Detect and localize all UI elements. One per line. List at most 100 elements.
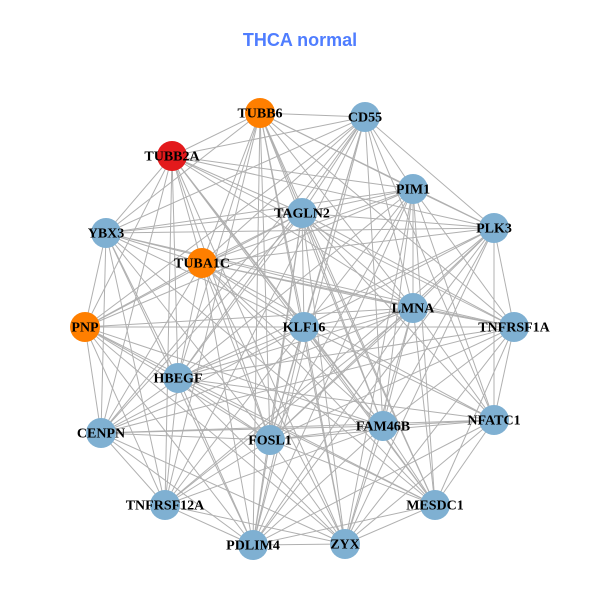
edge-PIM1-KLF16 <box>303 188 414 328</box>
edge-LMNA-HBEGF <box>177 307 414 379</box>
edge-TNFRSF1A-MESDC1 <box>434 326 515 506</box>
edge-TUBB6-TUBA1C <box>201 112 261 264</box>
node-circle <box>255 425 285 455</box>
node-PNP: PNP <box>70 312 100 342</box>
edge-PIM1-PNP <box>84 188 414 328</box>
edge-CD55-LMNA <box>364 116 414 309</box>
node-circle <box>398 174 428 204</box>
node-label: TUBB6 <box>237 107 282 122</box>
edge-PIM1-ZYX <box>344 188 414 545</box>
edge-YBX3-MESDC1 <box>105 232 436 506</box>
edge-TUBB6-CD55 <box>259 112 366 118</box>
edge-FOSL1-PDLIM4 <box>252 439 271 546</box>
edge-PIM1-FOSL1 <box>269 188 414 441</box>
node-label: KLF16 <box>283 321 326 336</box>
node-label: LMNA <box>392 302 436 317</box>
edge-TUBA1C-CENPN <box>100 262 203 434</box>
edge-ZYX-PDLIM4 <box>252 543 346 546</box>
node-HBEGF: HBEGF <box>153 363 203 393</box>
edge-TUBB2A-LMNA <box>171 155 414 309</box>
edge-FAM46B-FOSL1 <box>269 425 384 441</box>
node-label: TUBA1C <box>174 257 230 272</box>
edge-TNFRSF1A-CENPN <box>100 326 515 434</box>
edge-CD55-PLK3 <box>364 116 495 229</box>
node-label: YBX3 <box>88 227 125 242</box>
edge-NFATC1-PDLIM4 <box>252 419 495 546</box>
edge-PLK3-YBX3 <box>105 227 495 234</box>
edge-LMNA-TNFRSF1A <box>412 307 515 328</box>
edge-TAGLN2-YBX3 <box>105 212 303 234</box>
edge-TUBA1C-TNFRSF1A <box>201 262 515 328</box>
edge-PIM1-FAM46B <box>382 188 414 427</box>
edge-FAM46B-TNFRSF12A <box>164 425 384 506</box>
node-MESDC1: MESDC1 <box>406 490 464 520</box>
node-PIM1: PIM1 <box>396 174 430 204</box>
edge-PIM1-TAGLN2 <box>301 188 414 214</box>
edge-TUBB6-LMNA <box>259 112 414 309</box>
node-circle <box>91 218 121 248</box>
node-TUBB6: TUBB6 <box>237 98 283 128</box>
edge-TAGLN2-FAM46B <box>301 212 384 427</box>
node-circle <box>150 490 180 520</box>
node-circle <box>163 363 193 393</box>
edge-TUBB2A-PLK3 <box>171 155 495 229</box>
edge-TUBB2A-PNP <box>84 155 173 328</box>
edge-CD55-CENPN <box>100 116 366 434</box>
node-label: TAGLN2 <box>274 207 330 222</box>
node-label: CENPN <box>77 427 125 442</box>
node-circle <box>187 248 217 278</box>
edge-TAGLN2-CENPN <box>100 212 303 434</box>
edge-KLF16-HBEGF <box>177 326 305 379</box>
edge-HBEGF-NFATC1 <box>177 377 495 421</box>
node-label: ZYX <box>330 538 360 553</box>
node-TAGLN2: TAGLN2 <box>274 198 330 228</box>
edge-TUBB6-YBX3 <box>105 112 261 234</box>
edge-YBX3-TUBA1C <box>105 232 203 264</box>
chart-title: THCA normal <box>242 30 358 50</box>
edge-LMNA-MESDC1 <box>412 307 436 506</box>
node-label: HBEGF <box>153 372 202 387</box>
edge-HBEGF-MESDC1 <box>177 377 436 506</box>
edge-HBEGF-TNFRSF12A <box>164 377 179 506</box>
edge-TUBA1C-NFATC1 <box>201 262 495 421</box>
edge-CD55-HBEGF <box>177 116 366 379</box>
node-circle <box>238 530 268 560</box>
edge-CD55-TUBA1C <box>201 116 366 264</box>
edge-KLF16-FOSL1 <box>269 326 305 441</box>
edge-FOSL1-MESDC1 <box>269 439 436 506</box>
edge-TUBA1C-FOSL1 <box>201 262 271 441</box>
node-label: PLK3 <box>476 222 512 237</box>
node-FAM46B: FAM46B <box>356 411 410 441</box>
node-label: PDLIM4 <box>226 539 280 554</box>
edge-TUBA1C-KLF16 <box>201 262 305 328</box>
edge-LMNA-PNP <box>84 307 414 328</box>
node-PLK3: PLK3 <box>476 213 512 243</box>
edge-NFATC1-CENPN <box>100 419 495 434</box>
edge-TAGLN2-PDLIM4 <box>252 212 303 546</box>
edge-TUBB2A-TUBA1C <box>171 155 203 264</box>
edge-TUBA1C-ZYX <box>201 262 346 545</box>
edge-TNFRSF1A-FOSL1 <box>269 326 515 441</box>
edge-CENPN-TNFRSF12A <box>100 432 166 506</box>
edge-TAGLN2-TNFRSF1A <box>301 212 515 328</box>
edge-TNFRSF1A-ZYX <box>344 326 515 545</box>
node-YBX3: YBX3 <box>88 218 125 248</box>
edge-PNP-ZYX <box>84 326 346 545</box>
edge-FOSL1-ZYX <box>269 439 346 545</box>
edge-CD55-TNFRSF12A <box>164 116 366 506</box>
edge-CD55-FAM46B <box>364 116 384 427</box>
edge-PLK3-FOSL1 <box>269 227 495 441</box>
edge-NFATC1-MESDC1 <box>434 419 495 506</box>
edge-TNFRSF12A-PDLIM4 <box>164 504 254 546</box>
node-TUBB2A: TUBB2A <box>144 141 201 171</box>
node-FOSL1: FOSL1 <box>248 425 292 455</box>
edge-MESDC1-PDLIM4 <box>252 504 436 546</box>
edge-FAM46B-MESDC1 <box>382 425 436 506</box>
node-circle <box>350 102 380 132</box>
edge-TUBA1C-FAM46B <box>201 262 384 427</box>
node-KLF16: KLF16 <box>283 312 326 342</box>
edge-TUBB6-TUBB2A <box>171 112 261 157</box>
edge-PNP-CENPN <box>84 326 102 434</box>
node-CENPN: CENPN <box>77 418 125 448</box>
